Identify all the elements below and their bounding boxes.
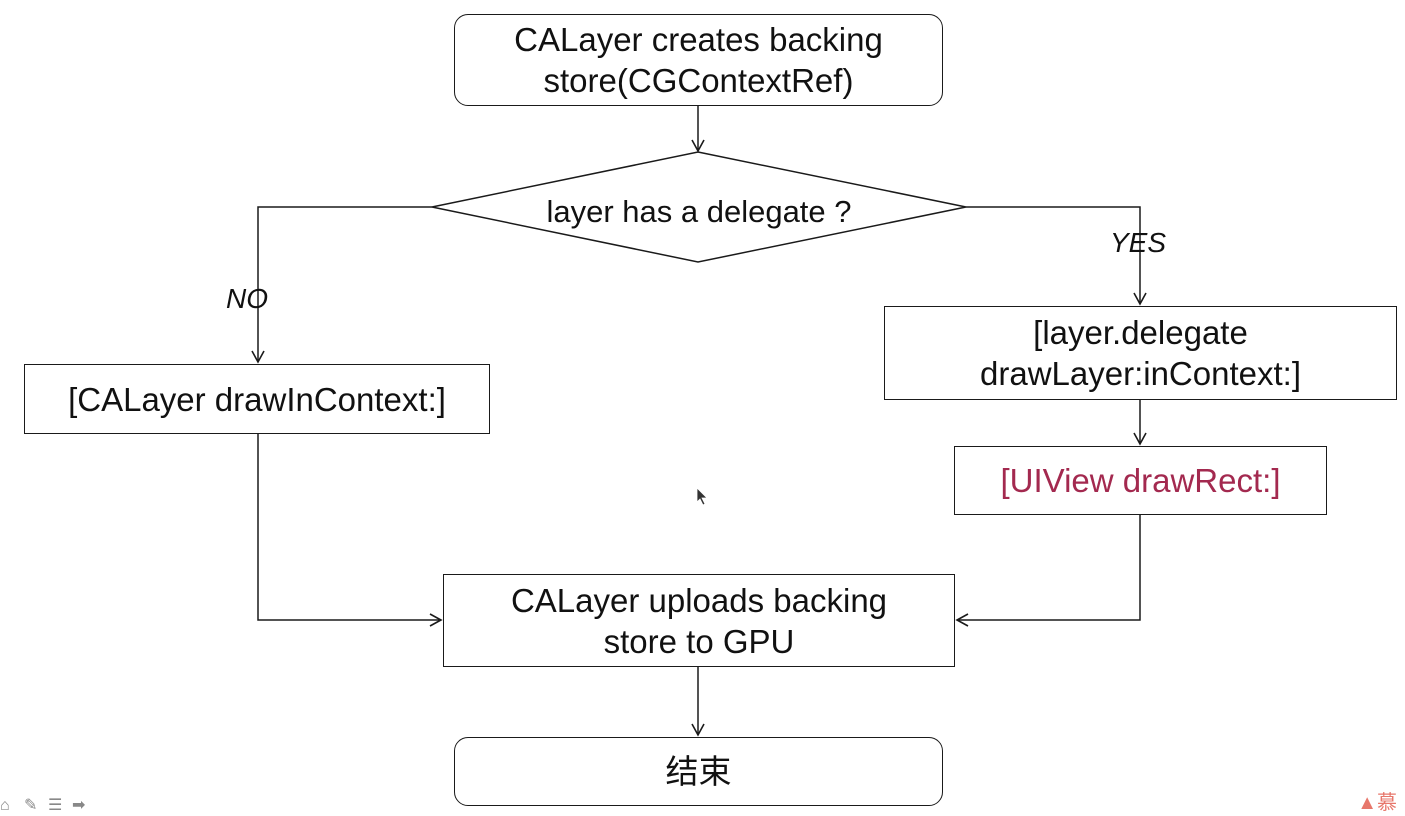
edge-drawincontext-to-upload xyxy=(257,434,443,627)
no-label: NO xyxy=(226,283,268,314)
start-node-label: CALayer creates backing store(CGContextR… xyxy=(514,21,883,99)
delegate-draw-layer-node: [layer.delegate drawLayer:inContext:] xyxy=(884,306,1397,400)
draw-in-context-node: [CALayer drawInContext:] xyxy=(24,364,490,434)
end-node: 结束 xyxy=(454,737,943,806)
end-node-label: 结束 xyxy=(665,752,732,791)
upload-node-label: CALayer uploads backing store to GPU xyxy=(510,581,888,660)
home-icon[interactable]: ⌂ xyxy=(0,796,10,814)
decision-node-label: layer has a delegate ? xyxy=(546,194,852,229)
brand-watermark: ▲慕 xyxy=(1349,790,1397,815)
brand-glyph: 慕 xyxy=(1377,790,1397,814)
pencil-icon[interactable]: ✎ xyxy=(24,796,38,814)
draw-in-context-label: [CALayer drawInContext:] xyxy=(68,380,446,418)
upload-node: CALayer uploads backing store to GPU xyxy=(443,574,955,667)
delegate-draw-layer-label: [layer.delegate drawLayer:inContext:] xyxy=(980,314,1301,392)
flame-icon: ▲ xyxy=(1357,792,1377,814)
forward-arrow-icon[interactable]: ➡ xyxy=(72,796,86,814)
uiview-drawrect-label: [UIView drawRect:] xyxy=(1000,462,1281,499)
uiview-drawrect-node: [UIView drawRect:] xyxy=(954,446,1327,515)
edge-decision-no xyxy=(251,206,432,364)
slide-toolbar: ⌂ ✎ ☰ ➡ xyxy=(0,796,120,815)
decision-diamond xyxy=(431,151,967,263)
yes-label: YES xyxy=(1110,227,1167,258)
edge-drawrect-to-upload xyxy=(955,515,1141,627)
edge-decision-yes xyxy=(966,206,1147,306)
mouse-cursor-icon xyxy=(696,487,708,506)
start-node: CALayer creates backing store(CGContextR… xyxy=(454,14,943,106)
list-icon[interactable]: ☰ xyxy=(48,796,63,814)
